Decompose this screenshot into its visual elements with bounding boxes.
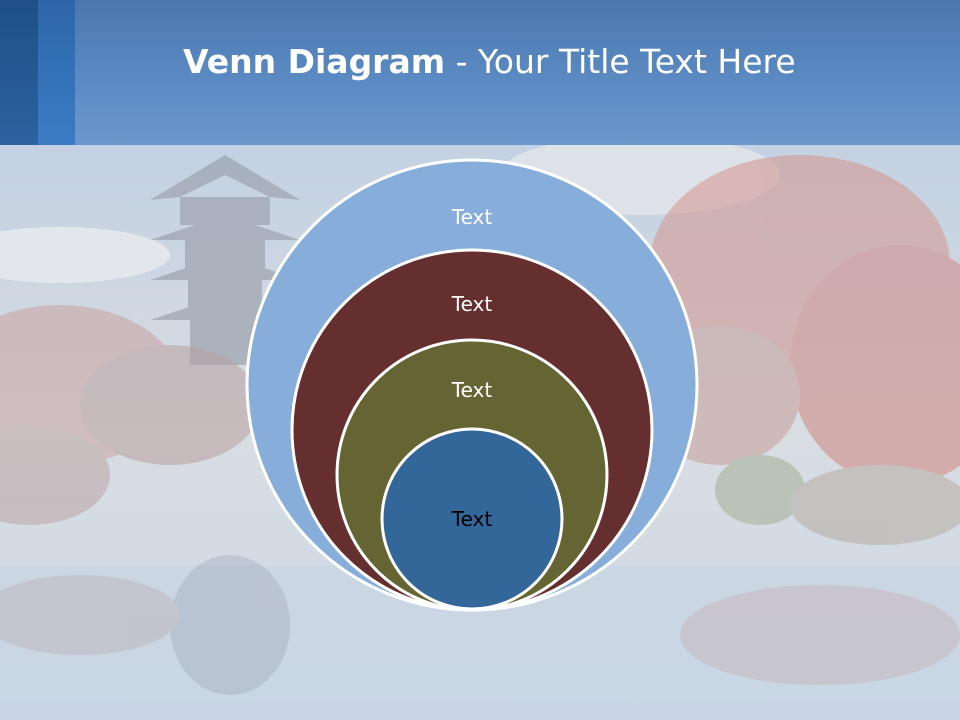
header-accent-light xyxy=(38,0,75,145)
third-circle-label: Text xyxy=(451,378,493,402)
outer-circle-label: Text xyxy=(451,205,493,229)
inner-circle-label: Text xyxy=(451,507,493,531)
header-accent-dark xyxy=(0,0,38,145)
second-circle-label: Text xyxy=(451,292,493,316)
title-rest: - Your Title Text Here xyxy=(445,42,796,81)
inner-circle[interactable] xyxy=(380,427,564,611)
slide-title: Venn Diagram - Your Title Text Here xyxy=(183,40,796,84)
title-bar xyxy=(0,0,960,145)
title-bold: Venn Diagram xyxy=(183,42,446,81)
